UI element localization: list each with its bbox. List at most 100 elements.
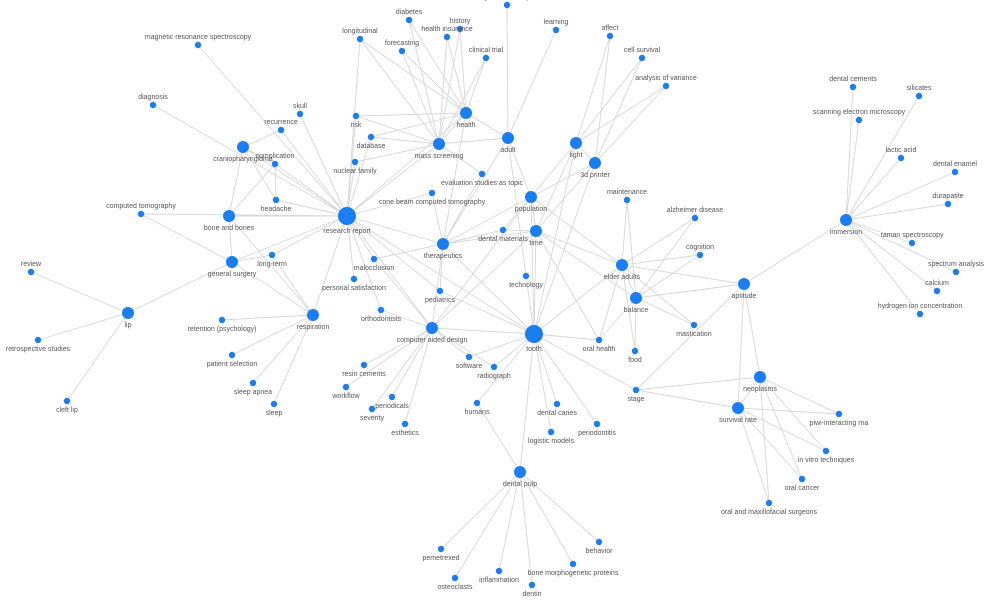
node-dot-health[interactable] (460, 107, 472, 119)
node-dot-radiograph[interactable] (490, 363, 498, 371)
node-health[interactable]: health (456, 107, 476, 129)
node-health-insurance[interactable]: health insurance (421, 26, 473, 41)
node-dot-sleep[interactable] (270, 400, 278, 408)
node-dot-oral-health[interactable] (595, 336, 603, 344)
node-dot-elder-adults[interactable] (616, 259, 628, 271)
node-dot-cleft-lip[interactable] (63, 397, 71, 405)
node-affect[interactable]: affect (602, 25, 619, 40)
node-dot-periodontitis[interactable] (593, 420, 601, 428)
node-dot-pemetrexed[interactable] (437, 545, 445, 553)
node-dot-learning[interactable] (552, 26, 560, 34)
node-oral-and-maxillofacial-surgeons[interactable]: oral and maxillofacial surgeons (721, 499, 818, 516)
node-dot-maintenance[interactable] (623, 196, 631, 204)
node-dot-food[interactable] (631, 347, 639, 355)
node-esthetics[interactable]: esthetics (391, 420, 419, 437)
node-time[interactable]: time (529, 225, 543, 247)
node-dot-sleep-apnea[interactable] (249, 379, 257, 387)
node-dot-diagnosis[interactable] (149, 101, 157, 109)
node-workflow[interactable]: workflow (331, 383, 361, 400)
node-spectrum-analysis[interactable]: spectrum analysis (928, 261, 985, 276)
node-dot-silicates[interactable] (915, 92, 923, 100)
node-complication[interactable]: complication (256, 153, 295, 168)
node-behavior[interactable]: behavior (586, 538, 614, 555)
node-silicates[interactable]: silicates (907, 85, 932, 100)
node-dot-tooth[interactable] (525, 325, 543, 343)
node-dot-headache[interactable] (272, 196, 280, 204)
node-dot-alzheimer-disease[interactable] (691, 214, 699, 222)
node-mass-screening[interactable]: mass screening (414, 138, 464, 160)
node-dental-cements[interactable]: dental cements (829, 76, 877, 91)
node-dental-enamel[interactable]: dental enamel (933, 161, 977, 176)
node-dot-gender-identity[interactable] (503, 1, 511, 9)
node-retention-psychology[interactable]: retention (psychology) (188, 316, 257, 333)
node-bone-and-bones[interactable]: bone and bones (204, 210, 255, 232)
node-neoplasms[interactable]: neoplasms (743, 371, 777, 393)
node-survival-rate[interactable]: survival rate (719, 402, 757, 424)
node-adult[interactable]: adult (500, 132, 516, 154)
node-piwi-interacting-rna[interactable]: piwi-interacting rna (810, 410, 869, 427)
node-dot-mass-screening[interactable] (433, 138, 445, 150)
node-dot-affect[interactable] (606, 32, 614, 40)
node-dot-computer-aided-design[interactable] (426, 322, 438, 334)
node-periodicals[interactable]: periodicals (375, 393, 409, 410)
node-longitudinal[interactable]: longitudinal (342, 28, 378, 43)
node-dot-cone-beam-computed-tomography[interactable] (428, 189, 436, 197)
node-humans[interactable]: humans (465, 399, 490, 416)
node-cognition[interactable]: cognition (686, 244, 714, 259)
node-dot-calcium[interactable] (933, 287, 941, 295)
node-logistic-models[interactable]: logistic models (528, 428, 574, 445)
node-radiograph[interactable]: radiograph (477, 363, 511, 380)
node-diagnosis[interactable]: diagnosis (138, 94, 168, 109)
node-dot-adult[interactable] (502, 132, 514, 144)
node-dot-database[interactable] (367, 133, 375, 141)
node-forecasting[interactable]: forecasting (385, 40, 419, 55)
node-software[interactable]: software (456, 353, 483, 370)
node-recurrence[interactable]: recurrence (264, 119, 298, 134)
node-dot-osteoclasts[interactable] (451, 574, 459, 582)
node-sleep[interactable]: sleep (266, 400, 283, 417)
node-history[interactable]: history (450, 18, 471, 33)
node-population[interactable]: population (515, 191, 547, 213)
node-raman-spectroscopy[interactable]: raman spectroscopy (880, 232, 944, 247)
node-dot-magnetic-resonance-spectroscopy[interactable] (194, 41, 202, 49)
node-dot-durapatite[interactable] (944, 200, 952, 208)
node-dot-diabetes[interactable] (405, 16, 413, 24)
node-dot-cognition[interactable] (696, 251, 704, 259)
node-pediatrics[interactable]: pediatrics (425, 287, 455, 304)
node-learning[interactable]: learning (544, 19, 569, 34)
node-dot-bone-morphogenetic-proteins[interactable] (569, 560, 577, 568)
node-calcium[interactable]: calcium (925, 280, 949, 295)
node-scanning-electron-microscopy[interactable]: scanning electron microscopy (813, 109, 906, 124)
node-aptitude[interactable]: aptitude (732, 278, 757, 300)
node-3d-printer[interactable]: 3d printer (580, 157, 610, 179)
node-durapatite[interactable]: durapatite (932, 193, 964, 208)
node-dot-time[interactable] (530, 225, 542, 237)
node-gender-identity[interactable]: gender identity (484, 0, 530, 9)
node-dental-caries[interactable]: dental caries (537, 400, 577, 417)
node-alzheimer-disease[interactable]: alzheimer disease (667, 207, 724, 222)
node-dot-dental-enamel[interactable] (951, 168, 959, 176)
node-tooth[interactable]: tooth (525, 325, 543, 353)
node-dot-bone-and-bones[interactable] (223, 210, 235, 222)
node-dot-humans[interactable] (473, 399, 481, 407)
node-dot-general-surgery[interactable] (226, 256, 238, 268)
node-skull[interactable]: skull (293, 103, 307, 118)
node-dot-spectrum-analysis[interactable] (952, 268, 960, 276)
node-computer-aided-design[interactable]: computer aided design (397, 322, 468, 344)
node-dot-longitudinal[interactable] (356, 35, 364, 43)
node-pemetrexed[interactable]: pemetrexed (423, 545, 460, 562)
node-dentin[interactable]: dentin (522, 581, 542, 598)
node-dental-pulp[interactable]: dental pulp (503, 466, 537, 488)
node-dot-survival-rate[interactable] (732, 402, 744, 414)
node-database[interactable]: database (357, 133, 386, 150)
node-general-surgery[interactable]: general surgery (208, 256, 257, 278)
node-malocclusion[interactable]: malocclusion (354, 255, 395, 272)
node-dot-malocclusion[interactable] (370, 255, 378, 263)
node-craniopharyngioma[interactable]: craniopharyngioma (213, 141, 273, 163)
node-dot-piwi-interacting-rna[interactable] (835, 410, 843, 418)
node-dot-esthetics[interactable] (401, 420, 409, 428)
node-in-vitro-techniques[interactable]: in vitro techniques (798, 447, 855, 464)
node-cleft-lip[interactable]: cleft lip (56, 397, 78, 414)
node-technology[interactable]: technology (509, 272, 543, 289)
node-headache[interactable]: headache (261, 196, 292, 213)
